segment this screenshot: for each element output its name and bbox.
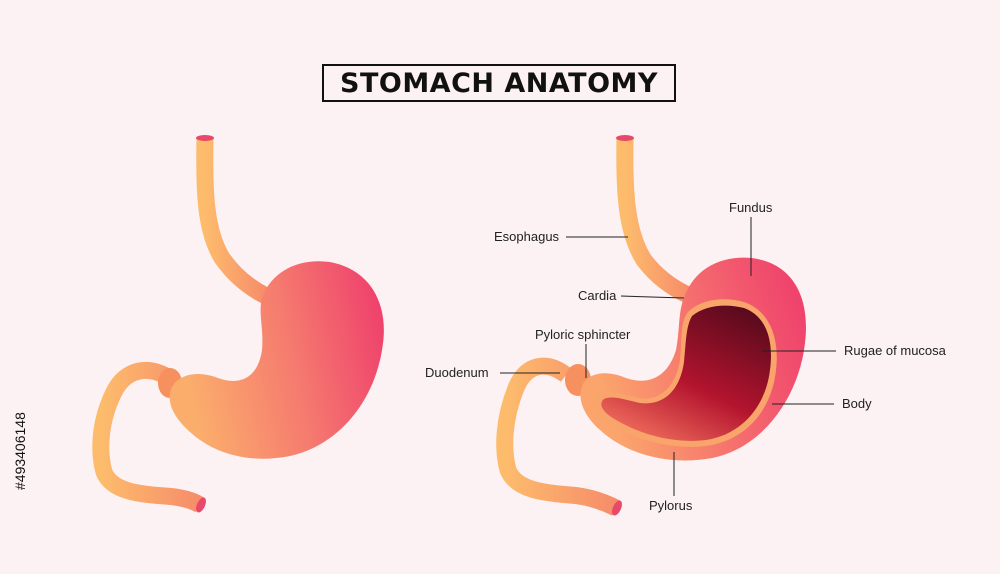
stock-id-text: #493406148 <box>12 412 28 490</box>
left-duodenum <box>92 362 205 513</box>
label-rugae: Rugae of mucosa <box>844 343 947 358</box>
left-esophagus <box>196 137 270 304</box>
label-duodenum: Duodenum <box>425 365 489 380</box>
right-esophagus-opening <box>616 135 634 141</box>
label-cardia: Cardia <box>578 288 617 303</box>
stock-id-watermark: #493406148 <box>12 412 28 490</box>
left-stomach-body <box>169 261 384 459</box>
right-duodenum <box>496 357 620 516</box>
left-esophagus-opening <box>196 135 214 141</box>
right-esophagus <box>616 137 694 304</box>
page-title: STOMACH ANATOMY <box>322 64 676 102</box>
stomach-cross-section <box>496 135 806 516</box>
label-body: Body <box>842 396 872 411</box>
label-fundus: Fundus <box>729 200 773 215</box>
label-esophagus: Esophagus <box>494 229 560 244</box>
label-pyloric-sphincter: Pyloric sphincter <box>535 327 631 342</box>
stomach-external-view <box>92 135 384 513</box>
right-duodenum-opening <box>612 500 622 516</box>
label-pylorus: Pylorus <box>649 498 693 513</box>
stomach-interior <box>601 305 771 441</box>
labels: Fundus Esophagus Cardia Pyloric sphincte… <box>425 200 947 513</box>
left-duodenum-opening <box>196 497 206 513</box>
leader-cardia <box>620 295 685 299</box>
